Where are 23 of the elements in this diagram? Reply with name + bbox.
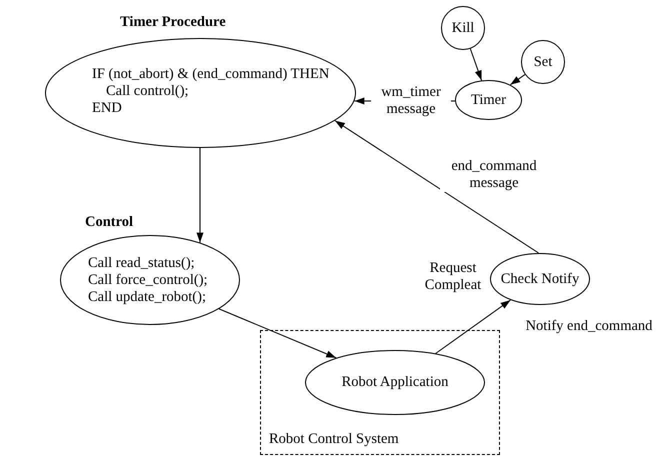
- dashed-boundary: [260, 330, 500, 455]
- node-label: Check Notify: [500, 270, 580, 288]
- arrow: [196, 148, 204, 244]
- node-label: Timer: [471, 92, 506, 108]
- side-note: Request Compleat: [424, 260, 482, 294]
- code-line: Call force_control();: [88, 272, 208, 289]
- code-line: Call read_status();: [88, 255, 195, 272]
- arrow: [470, 48, 482, 81]
- arrow: [334, 120, 540, 254]
- edge-label: wm_timer message: [371, 84, 451, 118]
- code-line: Call control();: [106, 83, 189, 100]
- arrow: [435, 300, 512, 354]
- node-label: Robot Application: [342, 374, 448, 391]
- node-label: Kill: [452, 20, 474, 36]
- boundary-label: Robot Control System: [269, 431, 399, 448]
- code-line: IF (not_abort) & (end_command) THEN: [92, 66, 330, 83]
- code-line: Call update_robot();: [88, 289, 206, 306]
- node-label: Set: [534, 54, 552, 70]
- heading: Timer Procedure: [120, 14, 226, 31]
- arrow: [510, 74, 526, 86]
- heading: Control: [85, 214, 134, 231]
- arrow: [218, 308, 337, 358]
- code-line: END: [92, 100, 122, 117]
